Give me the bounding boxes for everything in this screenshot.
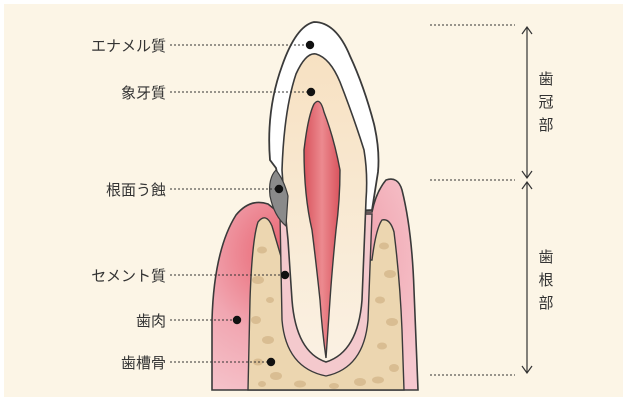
label-root-char-2: 根 — [538, 271, 553, 289]
label-crown-char-2: 冠 — [538, 93, 553, 111]
label-cementum: セメント質 — [91, 267, 166, 285]
label-root: 歯 根 部 — [538, 248, 553, 312]
label-crown-char-3: 部 — [538, 116, 553, 134]
label-alveolar-bone: 歯槽骨 — [121, 354, 166, 372]
section-arrows — [522, 27, 532, 373]
label-crown: 歯 冠 部 — [538, 70, 553, 134]
label-crown-char-1: 歯 — [538, 70, 553, 88]
label-enamel: エナメル質 — [91, 37, 166, 55]
label-root-caries: 根面う蝕 — [106, 181, 166, 199]
label-dentin: 象牙質 — [121, 84, 166, 102]
label-gingiva: 歯肉 — [136, 312, 166, 330]
label-root-char-3: 部 — [538, 294, 553, 312]
label-root-char-1: 歯 — [538, 248, 553, 266]
